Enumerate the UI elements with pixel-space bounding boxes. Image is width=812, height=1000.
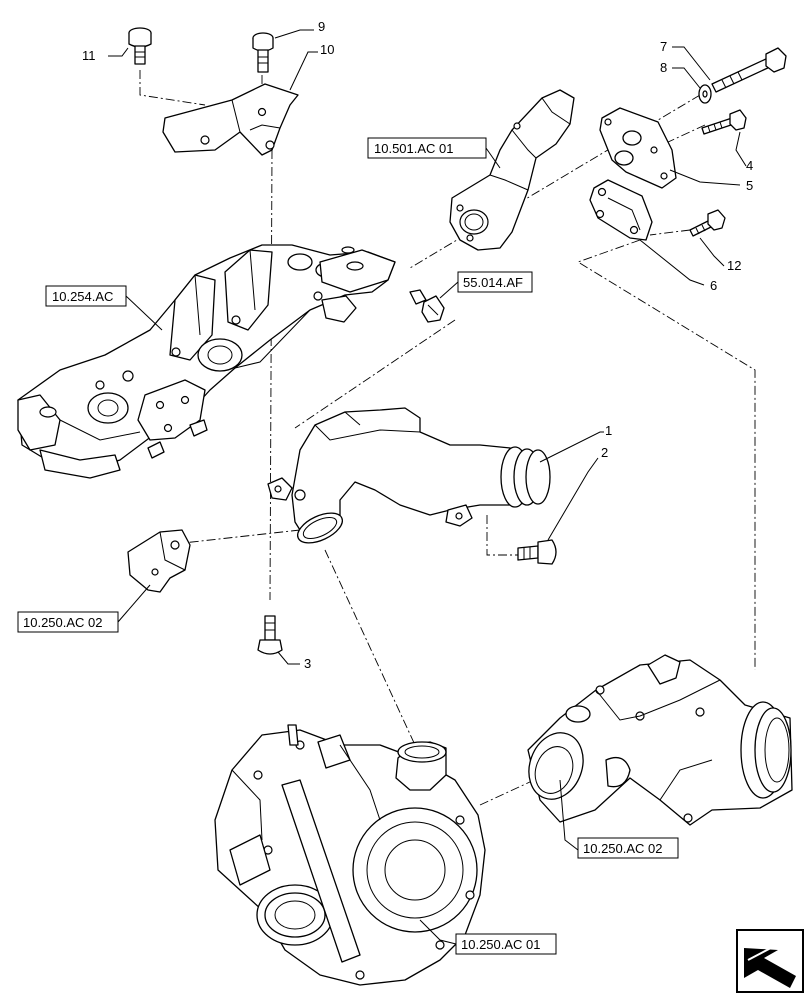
callout-label: 12	[727, 258, 741, 273]
callout-label: 5	[746, 178, 753, 193]
ref-label: 55.014.AF	[463, 275, 523, 290]
ref-engine-block: 10.254.AC	[45, 285, 163, 331]
callout-2: 2	[547, 445, 608, 541]
bolt-9	[252, 32, 274, 73]
callout-8: 8	[660, 60, 701, 89]
callout-label: 10	[320, 42, 334, 57]
ref-label: 10.250.AC 02	[583, 841, 663, 856]
intake-pipe-1	[267, 407, 551, 544]
sensor-55-014-af	[409, 289, 445, 323]
callout-10: 10	[289, 42, 334, 91]
ref-label: 10.250.AC 02	[23, 615, 103, 630]
callout-label: 11	[82, 48, 96, 63]
bolt-11	[128, 27, 152, 65]
washer-8	[698, 84, 712, 104]
callout-label: 2	[601, 445, 608, 460]
plate-6	[589, 179, 653, 241]
engine-block-assembly	[17, 244, 396, 479]
bolt-12	[689, 209, 726, 237]
callout-5: 5	[669, 169, 753, 193]
callout-label: 3	[304, 656, 311, 671]
ref-turbocharger: 10.250.AC 01	[419, 919, 557, 955]
ref-exhaust-manifold: 10.501.AC 01	[367, 137, 501, 169]
callout-4: 4	[735, 131, 753, 173]
callout-6: 6	[639, 239, 717, 293]
ref-intake-elbow: 10.250.AC 02	[559, 779, 679, 859]
callout-label: 7	[660, 39, 667, 54]
navigation-arrow-icon[interactable]	[736, 929, 804, 993]
bolt-4	[701, 109, 747, 135]
callout-label: 6	[710, 278, 717, 293]
exhaust-manifold-piece	[449, 89, 575, 251]
callout-12: 12	[699, 237, 741, 273]
bracket-10	[162, 83, 299, 156]
bolt-3	[257, 615, 283, 655]
ref-bracket-left: 10.250.AC 02	[17, 584, 151, 633]
callout-label: 8	[660, 60, 667, 75]
callout-9: 9	[274, 19, 325, 39]
bolt-2	[517, 539, 557, 565]
callout-label: 4	[746, 158, 753, 173]
turbocharger-assembly	[214, 724, 486, 986]
callout-label: 9	[318, 19, 325, 34]
callout-1: 1	[539, 423, 612, 463]
callout-label: 1	[605, 423, 612, 438]
ref-label: 10.250.AC 01	[461, 937, 541, 952]
ref-label: 10.254.AC	[52, 289, 113, 304]
ref-label: 10.501.AC 01	[374, 141, 454, 156]
callout-11: 11	[82, 47, 129, 63]
mounting-bracket-left	[127, 529, 191, 593]
bolt-7	[711, 47, 787, 93]
ref-sensor: 55.014.AF	[439, 271, 533, 299]
callout-3: 3	[277, 651, 311, 671]
intake-elbow-housing	[527, 654, 793, 826]
bracket-plate-5	[599, 107, 677, 189]
callout-7: 7	[660, 39, 711, 81]
